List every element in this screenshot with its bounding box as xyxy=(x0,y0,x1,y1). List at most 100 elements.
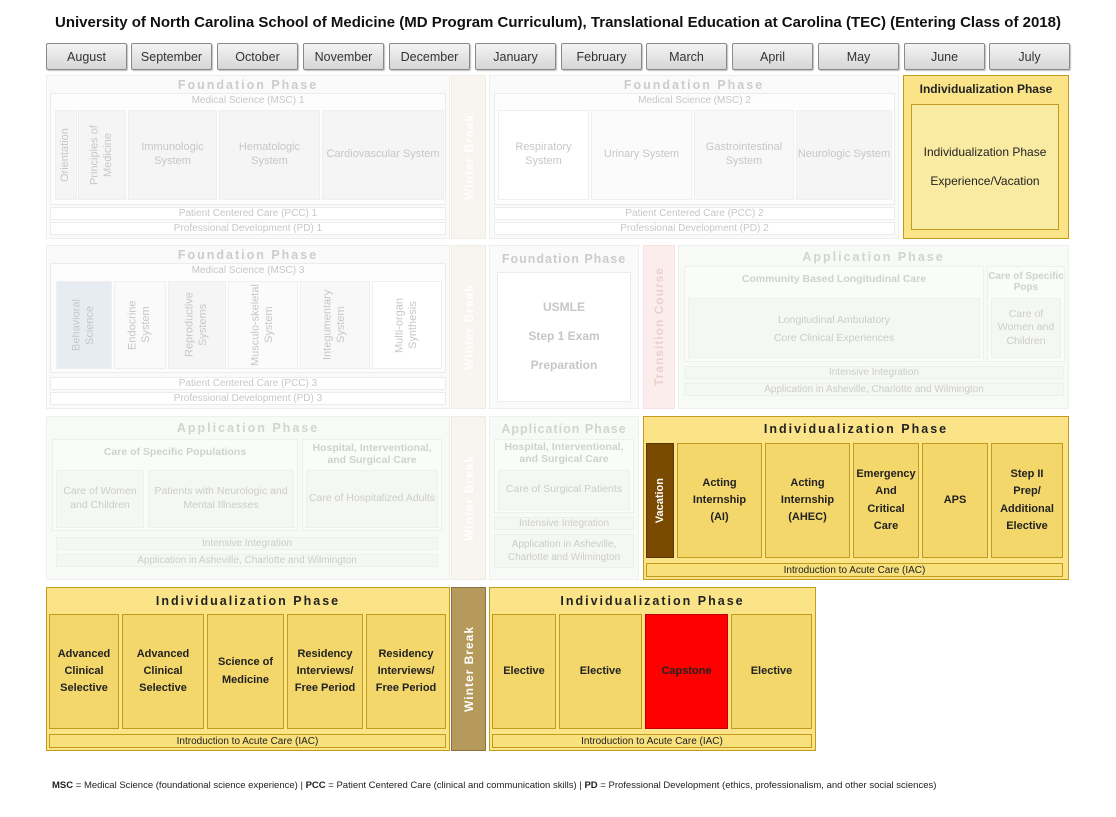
row3-care-specific-pop-label: Care of Specific Populations xyxy=(103,446,247,458)
row3-hospitalized-adults: Care of Hospitalized Adults xyxy=(306,470,438,528)
row2-intensive-integration: Intensive Integration xyxy=(684,366,1064,379)
month-october: October xyxy=(217,43,298,70)
block-emergency-critical-care: Emergency And Critical Care xyxy=(853,443,919,558)
row3-left-phase: Application Phase xyxy=(176,420,320,435)
legend-sep-2: | xyxy=(579,780,582,791)
row1-right-msc: Medical Science (MSC) 2 xyxy=(638,95,751,106)
row4-left-phase: Individualization Phase xyxy=(155,594,341,608)
block-elective-2: Elective xyxy=(559,614,642,729)
row1-left-pd: Professional Development (PD) 1 xyxy=(50,222,446,235)
block-reproductive-systems: Reproductive Systems xyxy=(168,281,226,369)
block-behavioral-science: Behavioral Science xyxy=(56,281,112,369)
row1-right-pcc: Patient Centered Care (PCC) 2 xyxy=(494,207,895,220)
row2-usmle-phase: Foundation Phase xyxy=(501,251,627,266)
block-integumentary-system: Integumentary System xyxy=(300,281,370,369)
row1-foundation-right xyxy=(489,75,899,239)
row3-mid-application-sites: Application in Asheville, Charlotte and … xyxy=(494,534,634,568)
row2-foundation-left xyxy=(46,245,450,409)
block-urinary-system: Urinary System xyxy=(591,110,692,200)
row2-winter-break: Winter Break xyxy=(451,245,486,409)
row1-winter-break-label: Winter Break xyxy=(461,114,476,200)
row2-left-phase: Foundation Phase xyxy=(177,247,319,262)
row1-right-pd: Professional Development (PD) 2 xyxy=(494,222,895,235)
block-cardiovascular-system: Cardiovascular System xyxy=(322,110,444,200)
longitudinal-ambulatory-block: Longitudinal Ambulatory Core Clinical Ex… xyxy=(688,298,980,358)
row1-indiv-line1: Individualization Phase xyxy=(923,145,1047,159)
block-residency-interviews-1: Residency Interviews/ Free Period xyxy=(287,614,363,729)
month-march: March xyxy=(646,43,727,70)
block-elective-1: Elective xyxy=(492,614,556,729)
row2-left-pd: Professional Development (PD) 3 xyxy=(50,392,446,405)
row1-left-phase: Foundation Phase xyxy=(177,77,319,92)
month-september: September xyxy=(131,43,212,70)
row1-left-pcc: Patient Centered Care (PCC) 1 xyxy=(50,207,446,220)
row1-foundation-left xyxy=(46,75,450,239)
row2-left-msc: Medical Science (MSC) 3 xyxy=(191,265,305,276)
row3-winter-break-label: Winter Break xyxy=(461,455,476,541)
row2-left-pcc: Patient Centered Care (PCC) 3 xyxy=(50,377,446,390)
month-december: December xyxy=(389,43,470,70)
row2-application-box xyxy=(678,245,1069,409)
usmle-line3: Preparation xyxy=(530,358,598,372)
block-orientation: Orientation xyxy=(55,110,77,200)
row1-left-msc-box xyxy=(50,93,446,205)
vacation-label: Vacation xyxy=(654,477,666,524)
legend-pd-def: = Professional Development (ethics, prof… xyxy=(600,780,937,791)
month-april: April xyxy=(732,43,813,70)
row3-mid-phase: Application Phase xyxy=(501,421,627,436)
row1-indiv-experience: Individualization Phase Experience/Vacat… xyxy=(911,104,1059,230)
block-capstone: Capstone xyxy=(645,614,728,729)
row3-hisc-box xyxy=(302,439,442,531)
row3-care-women-children: Care of Women and Children xyxy=(56,470,144,528)
legend-msc-def: = Medical Science (foundational science … xyxy=(75,780,298,791)
block-aps: APS xyxy=(922,443,988,558)
block-respiratory-system: Respiratory System xyxy=(498,110,589,200)
page-title: University of North Carolina School of M… xyxy=(55,13,1061,31)
row1-winter-break: Winter Break xyxy=(451,75,486,239)
month-may: May xyxy=(818,43,899,70)
community-based-box xyxy=(684,266,984,362)
row2-app-phase: Application Phase xyxy=(802,249,945,264)
block-principles-of-medicine: Principles of Medicine xyxy=(78,110,126,200)
row3-hisc-label: Hospital, Interventional, and Surgical C… xyxy=(312,441,432,466)
row1-right-phase: Foundation Phase xyxy=(623,77,765,92)
legend-pd-abbr: PD xyxy=(584,780,598,791)
block-hematologic-system: Hematologic System xyxy=(219,110,320,200)
row3-iac: Introduction to Acute Care (IAC) xyxy=(646,563,1063,577)
row3-intensive-integration: Intensive Integration xyxy=(56,537,438,550)
care-of-women-children-block: Care of Women and Children xyxy=(991,298,1061,358)
month-november: November xyxy=(303,43,384,70)
row4-winter-break-label: Winter Break xyxy=(461,626,476,712)
row1-indiv-line2: Experience/Vacation xyxy=(930,174,1040,188)
block-advanced-clinical-selective-2: Advanced Clinical Selective xyxy=(122,614,204,729)
block-acting-internship-ai: Acting Internship (AI) xyxy=(677,443,762,558)
month-january: January xyxy=(475,43,556,70)
lac-line1: Longitudinal Ambulatory xyxy=(777,314,891,327)
block-elective-3: Elective xyxy=(731,614,812,729)
vacation-block: Vacation xyxy=(646,443,674,558)
month-february: February xyxy=(561,43,642,70)
row3-mid-hisc-box xyxy=(494,439,634,513)
usmle-line1: USMLE xyxy=(543,300,585,314)
block-endocrine-system: Endocrine System xyxy=(114,281,166,369)
block-acting-internship-ahec: Acting Internship (AHEC) xyxy=(765,443,850,558)
block-gastrointestinal-system: Gastrointestinal System xyxy=(694,110,794,200)
row4-left-iac: Introduction to Acute Care (IAC) xyxy=(49,734,446,748)
block-step2-prep: Step II Prep/ Additional Elective xyxy=(991,443,1063,558)
block-multi-organ-synthesis: Multi-organ Synthesis xyxy=(372,281,442,369)
row4-right-iac: Introduction to Acute Care (IAC) xyxy=(492,734,812,748)
row3-application-left xyxy=(46,416,450,580)
lac-line2: Core Clinical Experiences xyxy=(773,332,895,345)
legend-sep-1: | xyxy=(300,780,303,791)
row2-application-sites: Application in Asheville, Charlotte and … xyxy=(684,383,1064,396)
row2-usmle-box xyxy=(489,245,639,409)
transition-course: Transition Course xyxy=(643,245,675,409)
row3-mid-hisc-label: Hospital, Interventional, and Surgical C… xyxy=(504,440,624,465)
row2-left-msc-box xyxy=(50,263,446,373)
row3-application-sites: Application in Asheville, Charlotte and … xyxy=(56,554,438,567)
row4-right-phase: Individualization Phase xyxy=(560,594,745,608)
row3-winter-break: Winter Break xyxy=(451,416,486,580)
row3-application-mid xyxy=(489,416,639,580)
care-of-specific-pops-label: Care of Specific Pops xyxy=(988,270,1064,294)
legend-pcc-abbr: PCC xyxy=(305,780,326,791)
